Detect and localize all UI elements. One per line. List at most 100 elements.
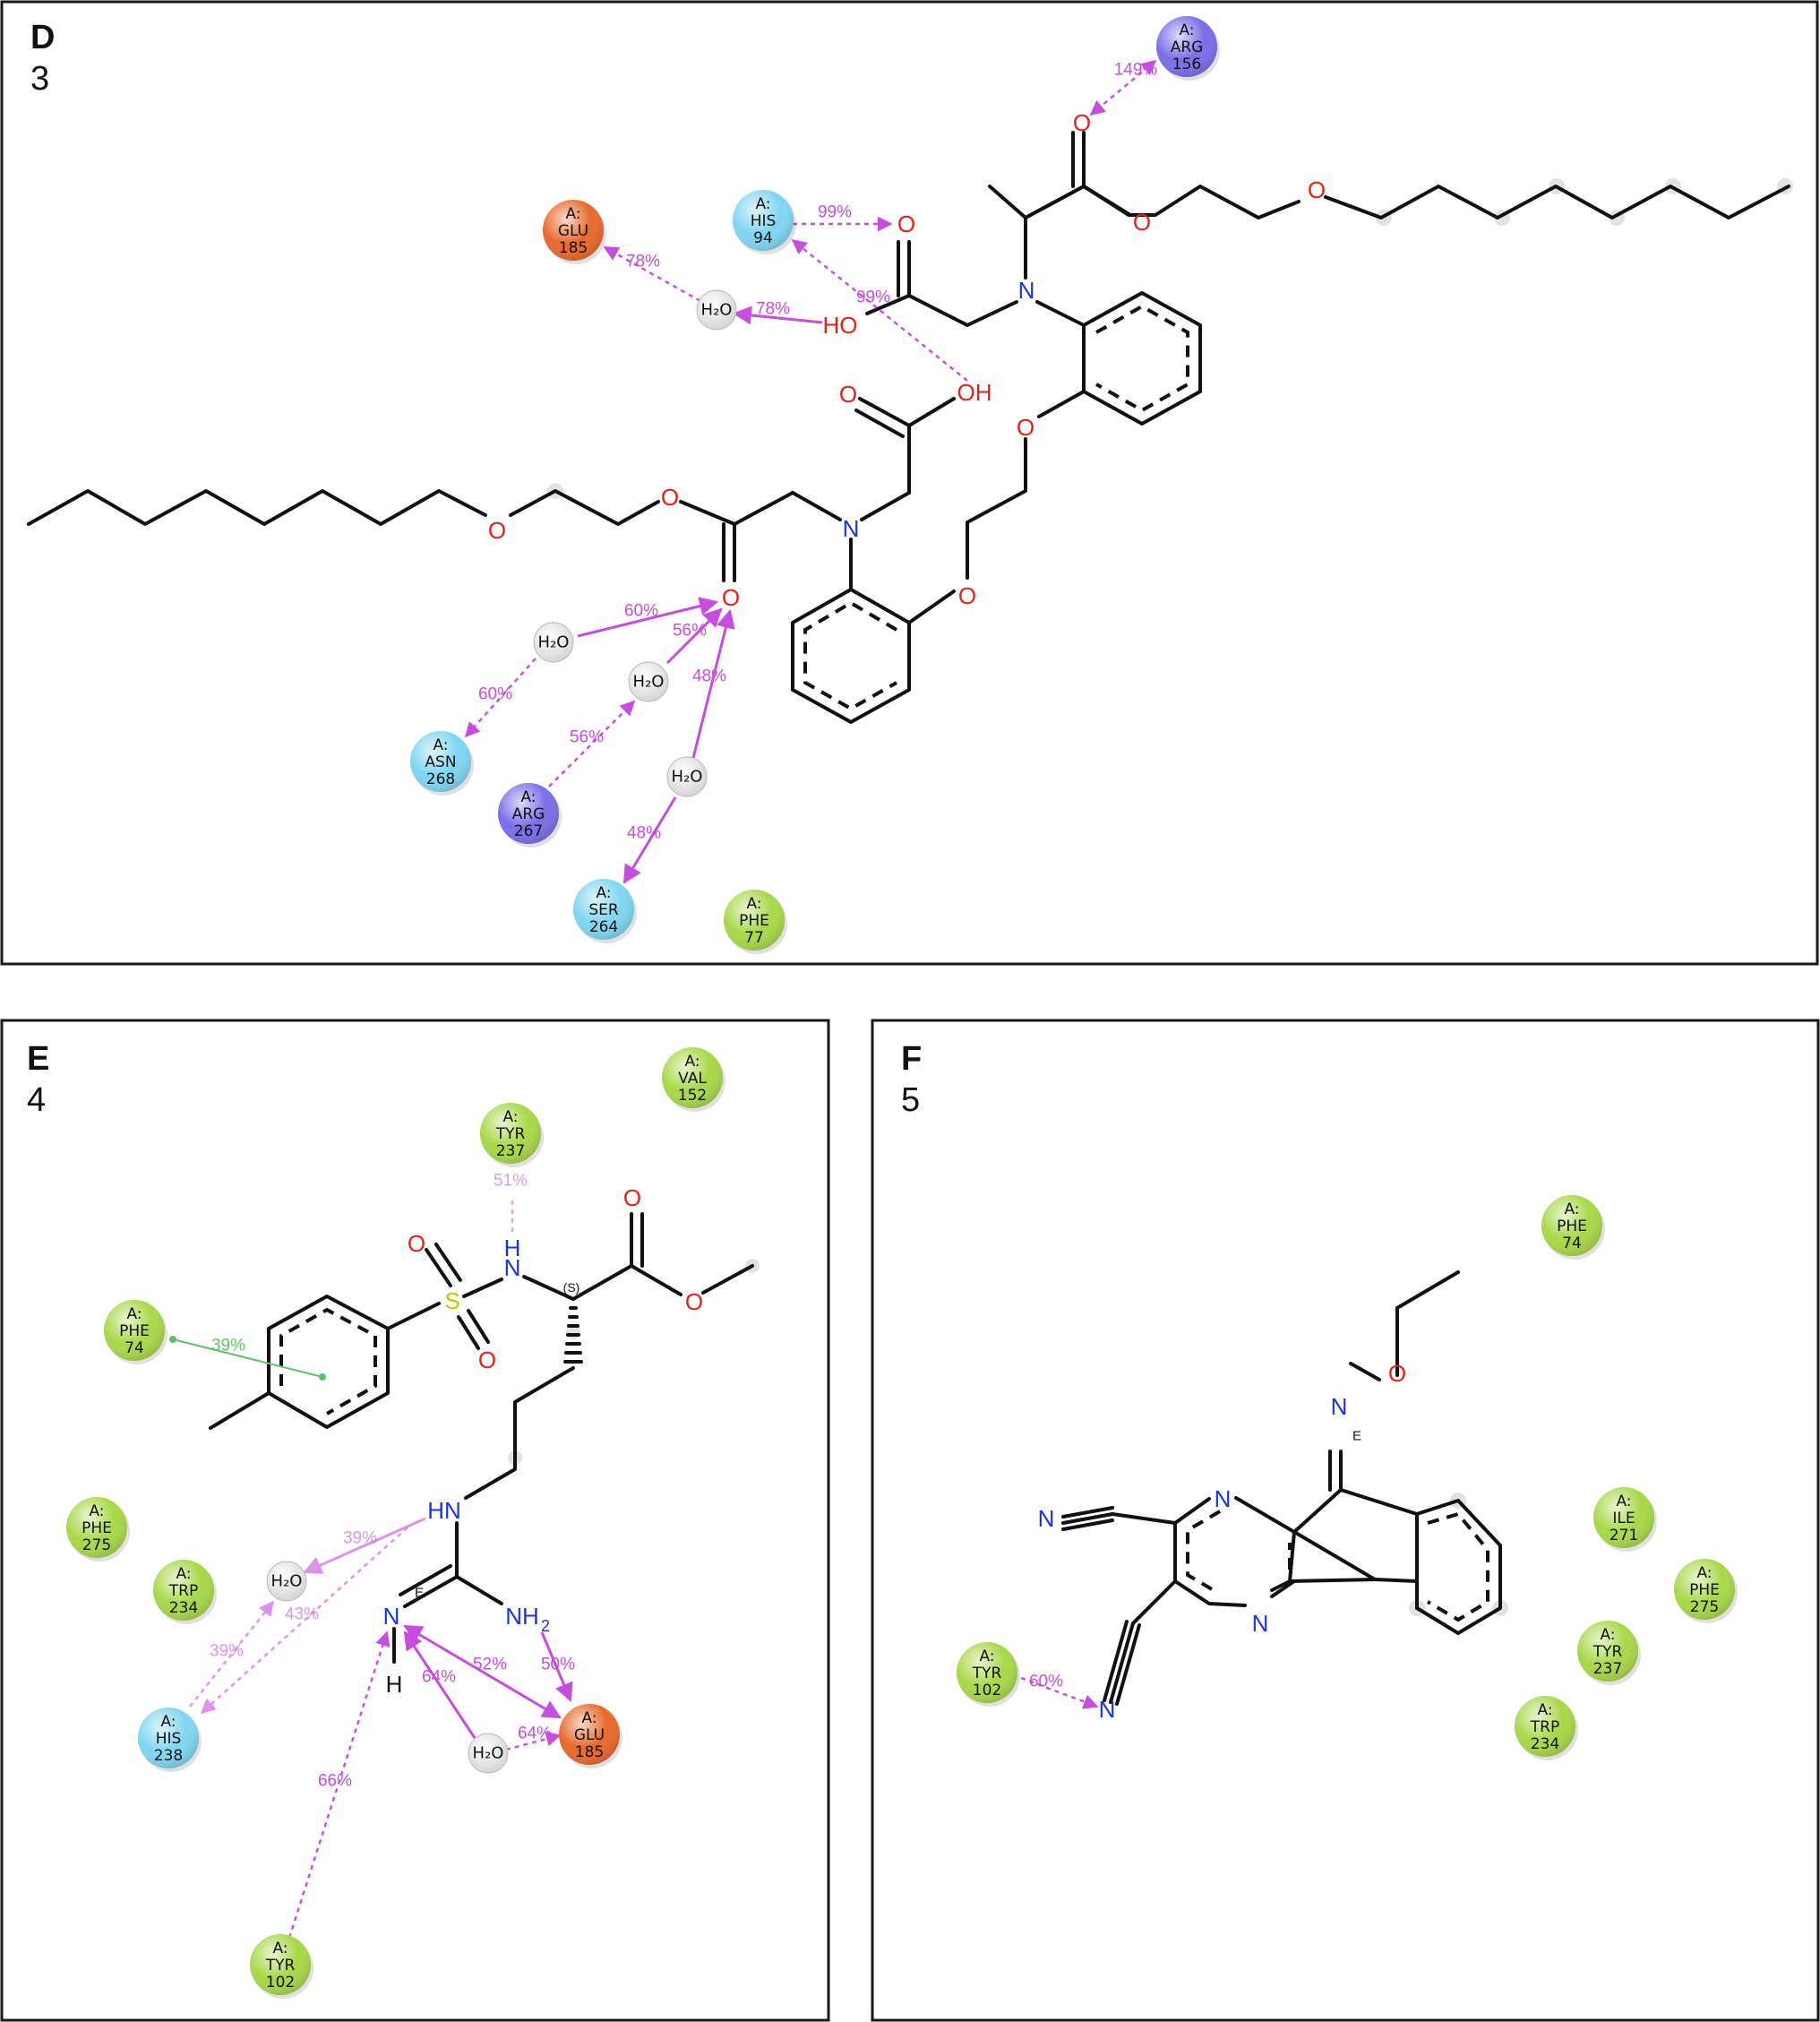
residue-name: ARG xyxy=(1171,39,1204,56)
residue-chain: A: xyxy=(1600,1626,1615,1644)
residue-name: TYR xyxy=(972,1665,1002,1682)
residue-name: TRP xyxy=(1530,1718,1559,1736)
indeno-benzene-ring xyxy=(1415,1499,1502,1635)
atom-h: H xyxy=(386,1671,403,1698)
atom-labels-f: N N N O N N E xyxy=(1038,1360,1407,1723)
residue-chain: A: xyxy=(979,1648,994,1665)
bond xyxy=(1082,185,1130,217)
percent-label: 39% xyxy=(210,1642,244,1661)
percent-label: 48% xyxy=(692,667,726,686)
bond xyxy=(733,491,794,526)
residue-number: 267 xyxy=(514,822,543,840)
ether-bridge xyxy=(966,437,1027,580)
residue-chain: A: xyxy=(89,1502,104,1520)
water-label: H₂O xyxy=(473,1744,504,1763)
bond xyxy=(462,1278,503,1298)
aromatic-ring xyxy=(803,600,898,711)
percent-label: 60% xyxy=(1029,1673,1063,1691)
percent-label: 78% xyxy=(626,253,660,271)
hbond-line xyxy=(732,305,823,325)
bond xyxy=(399,1564,452,1596)
hbond-line xyxy=(665,607,723,665)
percent-label: 99% xyxy=(818,203,852,222)
atom-n: N xyxy=(504,1254,521,1281)
atom-n: N xyxy=(1252,1610,1269,1637)
percent-label: 99% xyxy=(856,288,890,307)
bond xyxy=(854,409,905,438)
hbond-line xyxy=(548,700,636,787)
aromatic-ring xyxy=(1186,1510,1222,1595)
atom-o: O xyxy=(958,582,976,609)
percent-label: 66% xyxy=(318,1772,352,1791)
stereo-hashed-wedge xyxy=(563,1306,583,1364)
atom-o: O xyxy=(408,1230,425,1257)
bond xyxy=(1035,300,1086,327)
panel-d-waters: H₂O H₂O H₂O H₂O xyxy=(533,289,737,797)
panel-d-compound: 3 xyxy=(30,60,49,98)
water-label: H₂O xyxy=(672,768,703,787)
panel-f-frame xyxy=(871,1019,1820,2022)
residue-chain: A: xyxy=(581,1709,597,1727)
bond xyxy=(630,1264,682,1296)
residue-name: PHE xyxy=(1689,1581,1720,1599)
residue-name: TYR xyxy=(1592,1643,1623,1661)
panel-e-waters: H₂O H₂O xyxy=(266,1561,509,1774)
residue-number: 102 xyxy=(266,1974,295,1992)
bond xyxy=(860,491,911,521)
residue-number: 185 xyxy=(575,1743,604,1761)
atom-s: S xyxy=(444,1287,459,1314)
nitrile-bond xyxy=(1061,1512,1114,1525)
nitrile-bond xyxy=(1103,1620,1129,1702)
residue-name: PHE xyxy=(739,912,769,930)
residue-number: 237 xyxy=(496,1142,525,1160)
bond xyxy=(791,491,842,521)
panel-d-interactions: 149% 99% 99% 78% 78% 60% 60% 56% 56% 48%… xyxy=(464,59,1157,884)
atom-n: N xyxy=(843,515,860,542)
percent-label: 51% xyxy=(494,1172,528,1191)
bond xyxy=(865,294,911,315)
side-chain xyxy=(464,1366,575,1500)
residue-name: ILE xyxy=(1612,1510,1635,1527)
residue-number: 77 xyxy=(744,929,764,947)
residue-name: SER xyxy=(588,901,619,919)
panel-d-molecule: O O O O HO N OH O O O N O O O xyxy=(27,109,1793,724)
panel-f-letter: F xyxy=(901,1040,922,1078)
atom-ho: HO xyxy=(823,312,858,339)
residue-number: 268 xyxy=(426,770,455,788)
residue-chain: A: xyxy=(272,1940,288,1957)
atom-n: N xyxy=(1215,1485,1232,1512)
residue-number: 234 xyxy=(1531,1735,1559,1753)
bond xyxy=(1111,1512,1177,1525)
residue-name: TRP xyxy=(168,1582,198,1600)
residue-name: HIS xyxy=(751,212,777,230)
atom-o: O xyxy=(1133,209,1151,236)
percent-label: 60% xyxy=(624,602,658,621)
percent-label: 56% xyxy=(570,728,604,747)
bond xyxy=(386,1302,441,1330)
residue-chain: A: xyxy=(746,895,761,913)
bond xyxy=(522,1275,575,1301)
residue-name: TYR xyxy=(495,1125,526,1143)
water: H₂O xyxy=(628,661,669,702)
bond xyxy=(679,500,736,526)
atom-n: N xyxy=(1018,277,1035,304)
bond xyxy=(467,1309,490,1344)
residue-number: 185 xyxy=(559,239,588,257)
hbond-line xyxy=(303,1517,426,1574)
residue-number: 152 xyxy=(678,1087,707,1105)
residue-chain: A: xyxy=(1616,1493,1631,1510)
water: H₂O xyxy=(666,756,708,797)
atom-hn: HN xyxy=(427,1497,461,1524)
hbond-line xyxy=(189,1600,275,1708)
percent-label: 56% xyxy=(673,622,707,641)
water: H₂O xyxy=(533,622,574,663)
bond xyxy=(1234,1496,1296,1534)
residue-chain: A: xyxy=(755,195,770,213)
tolyl-ring xyxy=(267,1295,390,1429)
bond xyxy=(858,397,911,427)
